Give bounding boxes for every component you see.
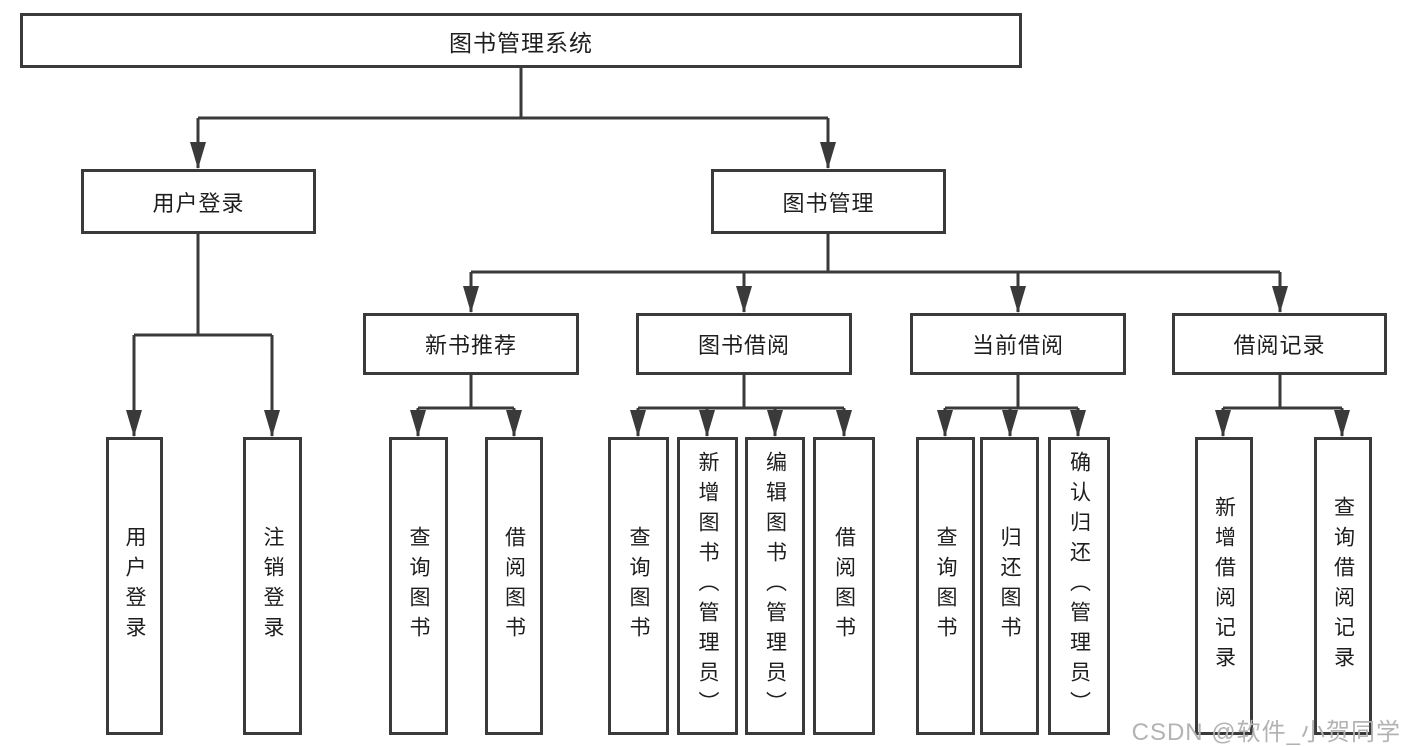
node-leaf-edit-book-admin: 编辑图书（管理员） bbox=[745, 437, 805, 735]
node-leaf-logout-label: 注销登录 bbox=[261, 526, 284, 646]
node-library-management-system: 图书管理系统 bbox=[20, 13, 1022, 68]
node-leaf-add-borrow-record-label: 新增借阅记录 bbox=[1212, 496, 1236, 676]
node-leaf-query-books-3: 查询图书 bbox=[916, 437, 975, 735]
node-leaf-edit-book-admin-label: 编辑图书（管理员） bbox=[763, 451, 787, 721]
node-borrow-records: 借阅记录 bbox=[1172, 313, 1387, 375]
node-leaf-query-books-2-label: 查询图书 bbox=[627, 526, 650, 646]
node-new-book-recommend: 新书推荐 bbox=[363, 313, 579, 375]
node-leaf-query-books-3-label: 查询图书 bbox=[934, 526, 957, 646]
node-leaf-logout: 注销登录 bbox=[243, 437, 302, 735]
node-leaf-borrow-books-1-label: 借阅图书 bbox=[502, 526, 526, 646]
node-leaf-return-books-label: 归还图书 bbox=[998, 526, 1021, 646]
node-leaf-return-books: 归还图书 bbox=[980, 437, 1039, 735]
node-leaf-user-login: 用户登录 bbox=[106, 437, 163, 735]
node-book-borrow: 图书借阅 bbox=[636, 313, 852, 375]
node-leaf-query-borrow-record-label: 查询借阅记录 bbox=[1331, 496, 1355, 676]
node-leaf-borrow-books-2: 借阅图书 bbox=[813, 437, 875, 735]
node-leaf-borrow-books-1: 借阅图书 bbox=[485, 437, 543, 735]
node-leaf-add-book-admin: 新增图书（管理员） bbox=[677, 437, 738, 735]
node-leaf-confirm-return-admin: 确认归还（管理员） bbox=[1048, 437, 1110, 735]
node-leaf-query-books-2: 查询图书 bbox=[608, 437, 669, 735]
node-leaf-query-books-1: 查询图书 bbox=[389, 437, 448, 735]
node-user-login: 用户登录 bbox=[81, 169, 316, 234]
node-leaf-query-books-1-label: 查询图书 bbox=[407, 526, 430, 646]
node-leaf-add-borrow-record: 新增借阅记录 bbox=[1195, 437, 1253, 735]
arrowheads bbox=[126, 142, 1350, 437]
node-leaf-query-borrow-record: 查询借阅记录 bbox=[1314, 437, 1372, 735]
node-leaf-add-book-admin-label: 新增图书（管理员） bbox=[696, 451, 719, 721]
csdn-watermark: CSDN @软件_小贺同学 bbox=[1131, 719, 1401, 746]
node-current-borrow: 当前借阅 bbox=[910, 313, 1126, 375]
node-book-management: 图书管理 bbox=[711, 169, 946, 234]
node-leaf-user-login-label: 用户登录 bbox=[123, 526, 146, 646]
node-leaf-confirm-return-admin-label: 确认归还（管理员） bbox=[1067, 451, 1091, 721]
node-leaf-borrow-books-2-label: 借阅图书 bbox=[832, 526, 856, 646]
connector-lines bbox=[132, 68, 1344, 436]
